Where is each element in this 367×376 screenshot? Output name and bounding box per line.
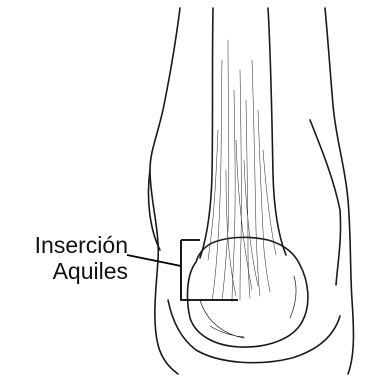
heel-bone: [188, 237, 308, 347]
ankle-bump-right: [310, 120, 341, 285]
heel-skin-contour: [168, 300, 340, 363]
annotation-leader: [127, 240, 238, 300]
annotation-label: Inserción Aquiles: [6, 232, 128, 284]
annotation-line-2: Aquiles: [6, 258, 128, 284]
leg-outline-left: [150, 8, 180, 374]
tendon-edge-right: [268, 8, 286, 255]
tendon-edge-left: [200, 8, 213, 258]
annotation-line-1: Inserción: [6, 232, 128, 258]
tendon-fibers: [208, 40, 276, 302]
